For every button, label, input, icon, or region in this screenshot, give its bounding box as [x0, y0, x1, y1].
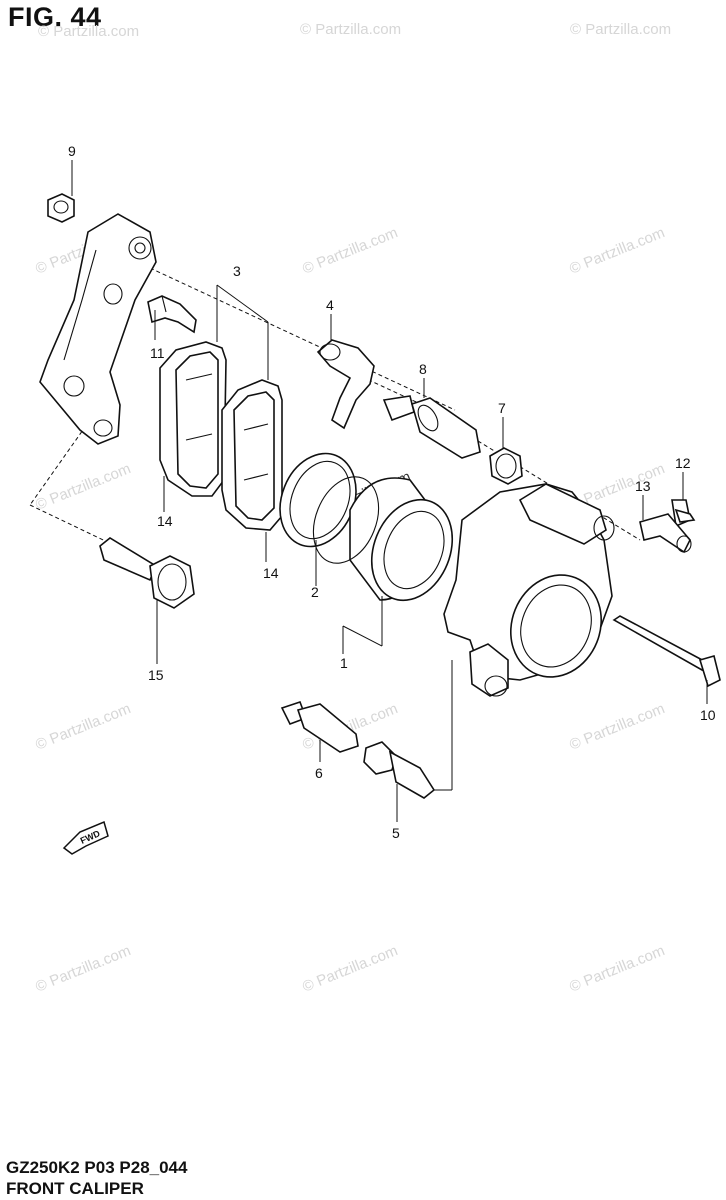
callout-3: 3: [233, 263, 241, 279]
watermark: © Partzilla.com: [570, 21, 671, 38]
callout-4: 4: [326, 297, 334, 313]
figure-code: GZ250K2 P03 P28_044: [6, 1158, 188, 1177]
callout-13: 13: [635, 478, 651, 494]
callout-7: 7: [498, 400, 506, 416]
watermark: © Partzilla.com: [567, 700, 667, 754]
figure-title: FIG. 44: [8, 2, 102, 32]
figure-name: FRONT CALIPER: [6, 1179, 144, 1198]
part-7-boot: [489, 447, 523, 485]
callout-labels: 9 3 11 4 8 7 12 13 14 14 2 1 15 10 6 5: [68, 143, 716, 841]
caliper-bracket: [39, 213, 157, 445]
watermark: © Partzilla.com: [38, 23, 139, 40]
callout-6: 6: [315, 765, 323, 781]
watermark: © Partzilla.com: [300, 21, 401, 38]
callout-14-b: 14: [263, 565, 279, 581]
part-12-bleeder-valve: [671, 499, 696, 528]
callout-8: 8: [419, 361, 427, 377]
part-3-brake-pads: [159, 284, 283, 531]
callout-2: 2: [311, 584, 319, 600]
caliper-body: [432, 483, 615, 791]
part-10-pin-bolt: [612, 615, 721, 688]
callout-leaders: [71, 160, 708, 822]
callout-12: 12: [675, 455, 691, 471]
forward-arrow-icon: FWD: [62, 820, 109, 855]
watermark: © Partzilla.com: [300, 224, 400, 278]
part-2-seal: [279, 452, 357, 548]
part-4-spring-clip: [316, 339, 375, 430]
part-6-slide-pin: [280, 700, 359, 753]
callout-1: 1: [340, 655, 348, 671]
part-13-bleeder-cap: [639, 513, 692, 554]
watermark: © Partzilla.com: [567, 224, 667, 278]
part-9-nut: [47, 193, 75, 223]
callout-10: 10: [700, 707, 716, 723]
part-8-slide-pin: [382, 395, 481, 459]
watermark: © Partzilla.com: [33, 700, 133, 754]
callout-9: 9: [68, 143, 76, 159]
part-1-piston: [312, 476, 454, 602]
callout-11: 11: [150, 345, 165, 361]
watermark: © Partzilla.com: [33, 942, 133, 996]
watermark: © Partzilla.com: [33, 460, 133, 514]
watermark: © Partzilla.com: [567, 942, 667, 996]
callout-14-a: 14: [157, 513, 173, 529]
part-11-pad-spring: [147, 295, 197, 334]
callout-15: 15: [148, 667, 164, 683]
watermark: © Partzilla.com: [300, 942, 400, 996]
part-5-boot-pin: [363, 741, 436, 799]
callout-5: 5: [392, 825, 400, 841]
part-15-mounting-bolt: [99, 537, 195, 609]
